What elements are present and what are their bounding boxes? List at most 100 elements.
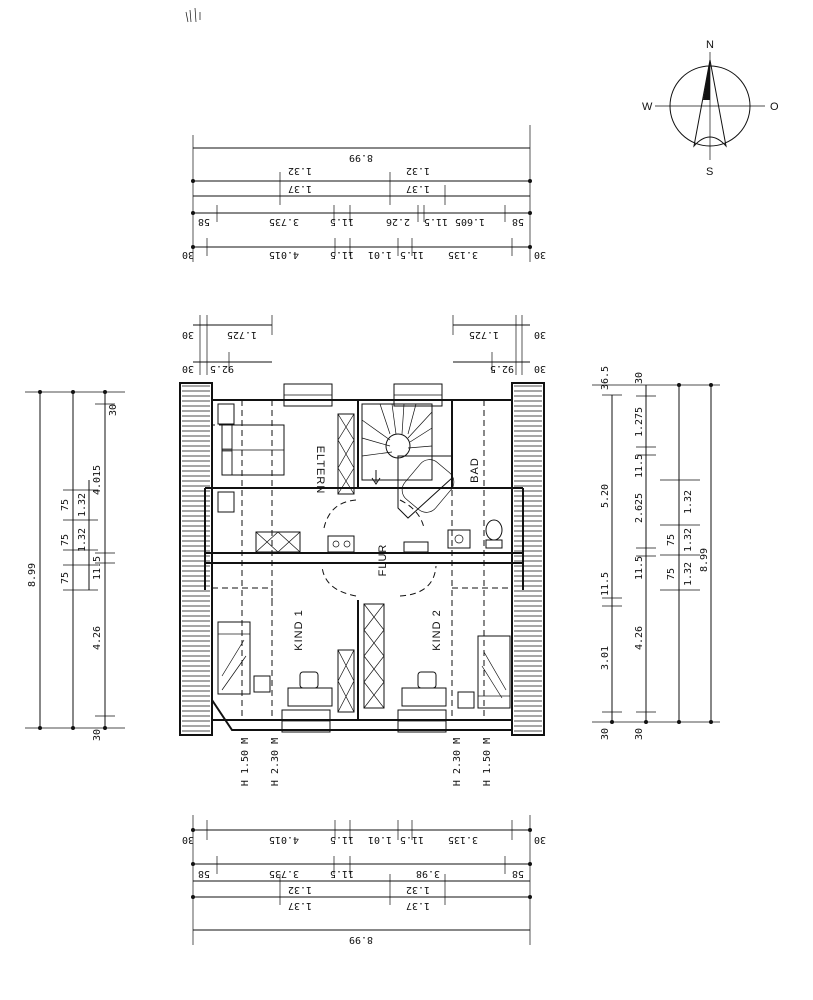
- top-r5-0: 30: [182, 249, 194, 260]
- compass-needle-fill-icon: [703, 60, 710, 100]
- top-r5-2: 11.5: [330, 249, 354, 260]
- bot-r2-1: 3.735: [269, 868, 299, 879]
- chair-kind1: [299, 671, 319, 689]
- left-c3-1: 75: [60, 534, 71, 546]
- top-r5-6: 30: [534, 249, 546, 260]
- right-c2-5: 4.26: [634, 626, 645, 650]
- desk-kind2: [401, 687, 447, 707]
- left-c4-0: 1.32: [77, 493, 88, 517]
- upper-small-dims-left: 30 1.725 30 92.5: [182, 315, 273, 375]
- bot-r1-1: 4.015: [269, 834, 299, 845]
- roof-eave-right: [511, 382, 545, 736]
- right-c3-1: 75: [666, 568, 677, 580]
- left-dimension-block: 8.99 30 4.015 11.5 4.26 30 75 75 75 1.32…: [25, 390, 125, 741]
- bot-r1-2: 11.5: [330, 834, 354, 845]
- right-c1-0: 36.5: [600, 366, 611, 390]
- height-230-left: H 2.30 M: [270, 738, 281, 786]
- ul-dim-30b: 30: [182, 363, 194, 374]
- room-label-kind1: KIND 1: [293, 609, 305, 650]
- left-total: 8.99: [27, 563, 38, 587]
- bottom-dimension-block: 30 4.015 11.5 1.01 11.5 3.135 30 58 3.73…: [182, 815, 546, 945]
- bed-kind1: [217, 621, 251, 695]
- bot-r3-b: 1.32: [406, 884, 430, 895]
- top-r4-1: 3.735: [269, 216, 299, 227]
- ur-dim-925: 92.5: [490, 363, 514, 374]
- top-r4-4: 11.5: [424, 216, 448, 227]
- compass-west: W: [642, 101, 653, 113]
- compass-east: O: [770, 101, 779, 113]
- top-r5-4: 11.5: [400, 249, 424, 260]
- right-dimension-block: 36.5 5.20 11.5 3.01 30 30 1.275 11.5 2.6…: [592, 366, 720, 740]
- bot-r1-0: 30: [182, 834, 194, 845]
- height-150-left: H 1.50 M: [240, 738, 251, 786]
- left-c2-2: 11.5: [92, 556, 103, 580]
- bed-eltern: [221, 424, 285, 476]
- compass-north: N: [706, 39, 714, 51]
- nightstand-kind1: [253, 675, 271, 693]
- wardrobe-kind1: [337, 649, 355, 713]
- top-r4-2: 11.5: [330, 216, 354, 227]
- desk-kind1: [287, 687, 333, 707]
- left-c2-4: 30: [92, 729, 103, 741]
- room-label-flur: FLUR: [377, 544, 389, 577]
- right-c2-2: 11.5: [634, 454, 645, 478]
- room-label-kind2: KIND 2: [431, 609, 443, 650]
- ul-dim-30a: 30: [182, 329, 194, 340]
- top-dimension-block: 8.99 1.32 1.32 1.37 1.37 58 3.735 11.5 2…: [182, 125, 546, 262]
- top-r5-1: 4.015: [269, 249, 299, 260]
- right-c1-4: 30: [600, 728, 611, 740]
- right-total: 8.99: [699, 548, 710, 572]
- bot-r1-5: 3.135: [448, 834, 478, 845]
- right-c1-1: 5.20: [600, 484, 611, 508]
- bathtub: [397, 455, 455, 519]
- left-c3-2: 75: [60, 572, 71, 584]
- upper-small-dims-right: 1.725 30 92.5 30: [452, 315, 546, 375]
- bot-r4-a: 1.37: [288, 900, 312, 911]
- bot-r1-3: 1.01: [368, 834, 392, 845]
- scribble-mark-icon: [185, 7, 201, 23]
- compass-south: S: [706, 166, 713, 178]
- bot-total: 8.99: [349, 934, 373, 945]
- right-c2-4: 11.5: [634, 556, 645, 580]
- ur-dim-1725: 1.725: [469, 329, 499, 340]
- top-r2-b: 1.32: [406, 165, 430, 176]
- staircase: [361, 403, 433, 485]
- right-c2-6: 30: [634, 728, 645, 740]
- bot-r1-4: 11.5: [400, 834, 424, 845]
- building-outline: [179, 382, 545, 736]
- left-c2-3: 4.26: [92, 626, 103, 650]
- right-c2-0: 30: [634, 372, 645, 384]
- right-c2-1: 1.275: [634, 407, 645, 437]
- left-c3-0: 75: [60, 499, 71, 511]
- right-c3-0: 75: [666, 534, 677, 546]
- ur-dim-30a: 30: [534, 329, 546, 340]
- right-c4-2: 1.32: [683, 562, 694, 586]
- bot-r2-4: 58: [512, 868, 524, 879]
- bot-r3-a: 1.32: [288, 884, 312, 895]
- bot-r4-b: 1.37: [406, 900, 430, 911]
- top-r4-0: 58: [198, 216, 210, 227]
- bed-kind2: [477, 635, 511, 709]
- toilet: [485, 519, 503, 549]
- ul-dim-925: 92.5: [210, 363, 234, 374]
- wardrobe-kind2: [363, 603, 385, 709]
- nightstand-1: [217, 403, 235, 425]
- top-total: 8.99: [349, 152, 373, 163]
- stove-flur: [327, 535, 355, 553]
- right-c2-3: 2.625: [634, 493, 645, 523]
- top-r3-a: 1.37: [288, 183, 312, 194]
- ur-dim-30b: 30: [534, 363, 546, 374]
- bot-r2-0: 58: [198, 868, 210, 879]
- bot-r1-6: 30: [534, 834, 546, 845]
- nightstand-kind2: [457, 691, 475, 709]
- top-r4-5: 1.605: [455, 216, 485, 227]
- height-150-right: H 1.50 M: [482, 738, 493, 786]
- top-r3-b: 1.37: [406, 183, 430, 194]
- left-c2-1: 4.015: [92, 465, 103, 495]
- top-r2-a: 1.32: [288, 165, 312, 176]
- top-r4-3: 2.26: [386, 216, 410, 227]
- top-r4-6: 58: [512, 216, 524, 227]
- bench-flur: [403, 541, 429, 553]
- compass-needle-icon: [693, 59, 727, 148]
